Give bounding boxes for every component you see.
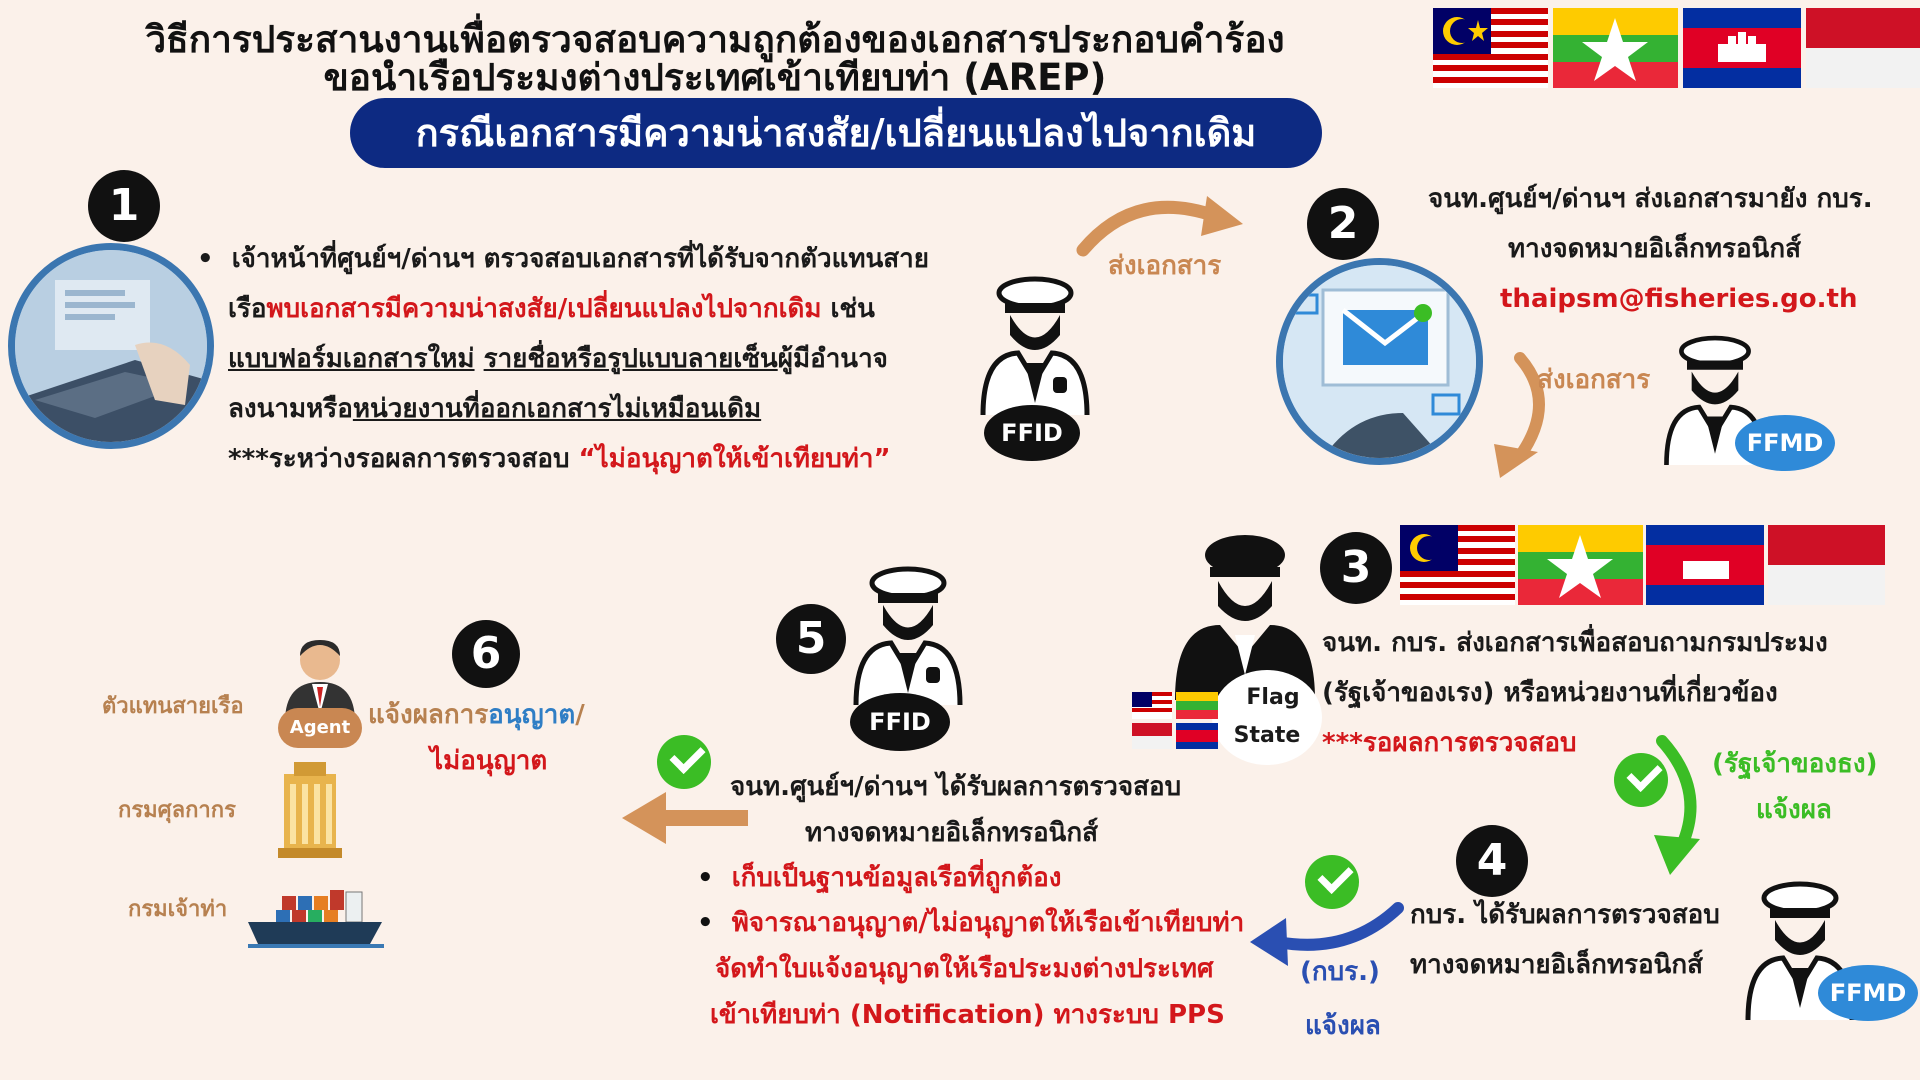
notify-label-3: แจ้งผล <box>1756 795 1832 825</box>
officer-ffmd-4: FFMD <box>1740 870 1920 1030</box>
step-3-number: 3 <box>1320 532 1392 604</box>
step-1-new-form-text: แบบฟอร์มเอกสารใหม่ <box>228 344 475 374</box>
result-arrow-5 <box>622 792 748 844</box>
send-doc-label-2: ส่งเอกสาร <box>1537 365 1651 395</box>
step-1-suspicious-text: พบเอกสารมีความน่าสงสัย/เปลี่ยนแปลงไปจากเ… <box>266 294 822 324</box>
bullet-dot: • <box>197 244 232 274</box>
flag-state-badge <box>1212 670 1322 765</box>
step-6-line-1: แจ้งผลการอนุญาต/ <box>368 690 585 740</box>
step-1-line-4: ลงนามหรือหน่วยงานที่ออกเอกสารไม่เหมือนเด… <box>228 384 761 434</box>
step-5-line-4: เข้าเทียบท่า (Notification) ทางระบบ PPS <box>710 1000 1225 1030</box>
step-5-bullet-1-text: เก็บเป็นฐานข้อมูลเรือที่ถูกต้อง <box>731 863 1062 893</box>
check-icon-3 <box>1614 753 1668 807</box>
send-arrow-2 <box>1494 352 1545 478</box>
step-2-email[interactable]: thaipsm@fisheries.go.th <box>1500 284 1858 314</box>
ffmd-badge: FFMD <box>1735 415 1835 471</box>
step-1-text-1: เจ้าหน้าที่ศูนย์ฯ/ด่านฯ ตรวจสอบเอกสารที่… <box>231 244 929 274</box>
flag-state-officer: Flag State <box>1170 525 1322 765</box>
police-officer-icon <box>980 276 1090 416</box>
page-title-line2: ขอนำเรือประมงต่างประเทศเข้าเทียบท่า (ARE… <box>323 56 1107 99</box>
notify-dof: (กบร.) <box>1300 957 1380 987</box>
step-1-number: 1 <box>88 170 160 242</box>
step-5-line-2: ทางจดหมายอิเล็กทรอนิกส์ <box>805 818 1098 848</box>
email-icon <box>1283 265 1476 458</box>
step-5-line-1: จนท.ศูนย์ฯ/ด่านฯ ได้รับผลการตรวจสอบ <box>730 772 1182 802</box>
ffmd-badge: FFMD <box>1818 965 1918 1021</box>
step-1-line-5: ***ระหว่างรอผลการตรวจสอบ “ไม่อนุญาตให้เข… <box>228 434 891 484</box>
send-arrow-1 <box>1076 196 1243 257</box>
officer-ffmd-2: FFMD <box>1655 325 1835 475</box>
flags-image <box>1400 525 1885 605</box>
bullet-dot: • <box>697 863 732 893</box>
flags-image <box>1433 8 1920 88</box>
step-3-line-1: จนท. กบร. ส่งเอกสารเพื่อสอบถามกรมประมง <box>1322 628 1828 658</box>
malaysia-flag-icon <box>1433 8 1548 88</box>
step-1-line-3: แบบฟอร์มเอกสารใหม่ รายชื่อหรือรูปแบบลายเ… <box>228 334 888 384</box>
recipient-customs: กรมศุลกากร <box>118 798 236 823</box>
step-5-bullet-1: • เก็บเป็นฐานข้อมูลเรือที่ถูกต้อง <box>697 853 1062 903</box>
step-4-line-1: กบร. ได้รับผลการตรวจสอบ <box>1410 900 1720 930</box>
agent-avatar: Agent <box>270 632 370 752</box>
step-3-line-2: (รัฐเจ้าของเรง) หรือหน่วยงานที่เกี่ยวข้อ… <box>1322 678 1778 708</box>
cargo-ship-icon <box>248 890 384 948</box>
step-1-text-5a: ***ระหว่างรอผลการตรวจสอบ <box>228 444 579 474</box>
notify-arrow-3 <box>1654 735 1700 875</box>
laptop-icon <box>15 250 207 442</box>
police-officer-icon <box>853 566 963 706</box>
recipient-agent: ตัวแทนสายเรือ <box>102 694 244 719</box>
step-5-line-3: จัดทำใบแจ้งอนุญาตให้เรือประมงต่างประเทศ <box>715 954 1214 984</box>
step-4-number: 4 <box>1456 825 1528 897</box>
send-doc-label-1: ส่งเอกสาร <box>1108 251 1222 281</box>
step-5-bullet-2-text: พิจารณาอนุญาต/ไม่อนุญาตให้เรือเข้าเทียบท… <box>731 908 1245 938</box>
flag-strip-mid <box>1400 525 1885 605</box>
page-title-line1: วิธีการประสานงานเพื่อตรวจสอบความถูกต้องข… <box>145 18 1285 61</box>
step-1-text-4a: ลงนามหรือ <box>228 394 353 424</box>
ffid-badge: FFID <box>850 693 950 751</box>
step-1-line-1: • เจ้าหน้าที่ศูนย์ฯ/ด่านฯ ตรวจสอบเอกสารท… <box>197 234 929 284</box>
flag-state-label-1: Flag <box>1246 685 1300 710</box>
step-1-text-3b: ผู้มีอำนาจ <box>777 344 888 374</box>
email-photo <box>1276 258 1483 465</box>
step-4-line-2: ทางจดหมายอิเล็กทรอนิกส์ <box>1410 950 1703 980</box>
customs-building-icon <box>278 762 342 858</box>
step-2-line-2: ทางจดหมายอิเล็กทรอนิกส์ <box>1508 234 1801 264</box>
step-6-number: 6 <box>452 620 520 688</box>
case-banner: กรณีเอกสารมีความน่าสงสัย/เปลี่ยนแปลงไปจา… <box>350 98 1322 168</box>
step-6-allow-text: อนุญาต <box>488 700 576 730</box>
agent-badge: Agent <box>278 708 362 748</box>
step-6-text-1a: แจ้งผลการ <box>368 700 489 730</box>
step-1-signature-text: รายชื่อหรือรูปแบบลายเซ็น <box>483 344 778 374</box>
indonesia-flag-icon <box>1806 8 1920 88</box>
check-icon-5 <box>657 735 711 789</box>
bullet-dot: • <box>697 908 732 938</box>
flag-state-label-2: State <box>1233 723 1301 748</box>
ffid-badge: FFID <box>984 405 1080 461</box>
step-3-line-3: ***รอผลการตรวจสอบ <box>1322 728 1577 758</box>
mini-flags-icon <box>1132 692 1218 749</box>
step-6-slash: / <box>575 700 585 730</box>
myanmar-flag-icon <box>1553 8 1678 88</box>
step-1-line-2: เรือพบเอกสารมีความน่าสงสัย/เปลี่ยนแปลงไป… <box>228 284 875 334</box>
notify-flag-owner: (รัฐเจ้าของธง) <box>1712 749 1878 779</box>
notify-arrow-4 <box>1250 902 1404 966</box>
step-2-number: 2 <box>1307 188 1379 260</box>
flag-strip-top <box>1433 8 1920 88</box>
step-1-text-2a: เรือ <box>228 294 267 324</box>
recipient-harbour: กรมเจ้าท่า <box>128 897 228 922</box>
officer-ffid-5: FFID <box>848 555 968 755</box>
step-5-number: 5 <box>776 604 846 674</box>
step-6-disallow-text: ไม่อนุญาต <box>430 746 548 776</box>
step-1-issuer-text: หน่วยงานที่ออกเอกสารไม่เหมือนเดิม <box>352 394 762 424</box>
cambodia-flag-icon <box>1683 8 1801 88</box>
step-2-line-1: จนท.ศูนย์ฯ/ด่านฯ ส่งเอกสารมายัง กบร. <box>1428 184 1873 214</box>
step-5-bullet-2: • พิจารณาอนุญาต/ไม่อนุญาตให้เรือเข้าเทีย… <box>697 898 1244 948</box>
laptop-photo <box>8 243 214 449</box>
notify-label-4: แจ้งผล <box>1305 1011 1381 1041</box>
step-1-not-allowed-text: “ไม่อนุญาตให้เข้าเทียบท่า” <box>578 444 891 474</box>
officer-ffid-1: FFID <box>975 265 1095 465</box>
step-1-text-2b: เช่น <box>821 294 875 324</box>
check-icon-4 <box>1305 855 1359 909</box>
